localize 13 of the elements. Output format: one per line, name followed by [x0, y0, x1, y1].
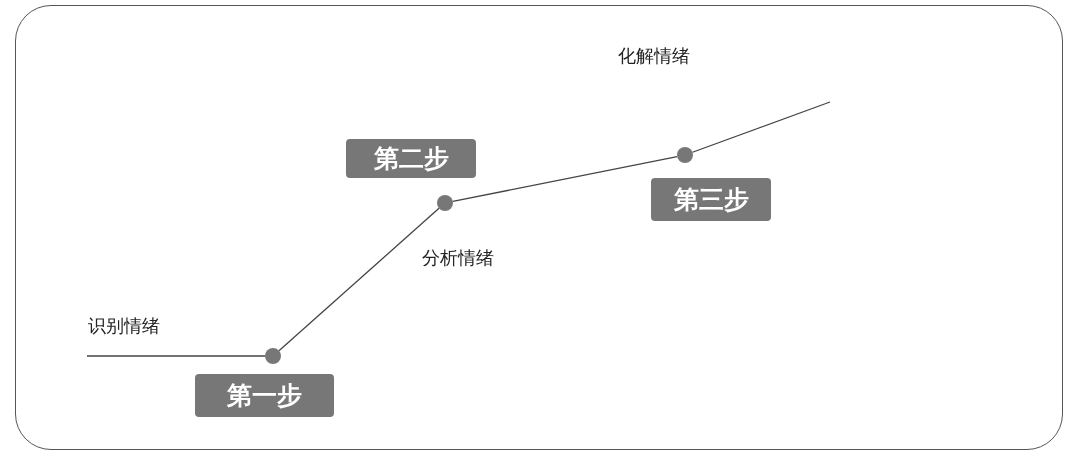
line-segment — [278, 207, 440, 352]
step-badge: 第三步 — [651, 178, 771, 221]
stage-label: 化解情绪 — [618, 44, 690, 68]
line-segment — [691, 101, 831, 153]
milestone-dot — [677, 147, 693, 163]
line-segment — [86, 355, 266, 357]
milestone-dot — [265, 348, 281, 364]
stage-label: 分析情绪 — [422, 246, 494, 270]
milestone-dot — [437, 195, 453, 211]
line-segment — [452, 155, 678, 203]
step-badge: 第二步 — [346, 139, 476, 178]
step-badge: 第一步 — [195, 374, 334, 417]
stage-label: 识别情绪 — [88, 314, 160, 338]
